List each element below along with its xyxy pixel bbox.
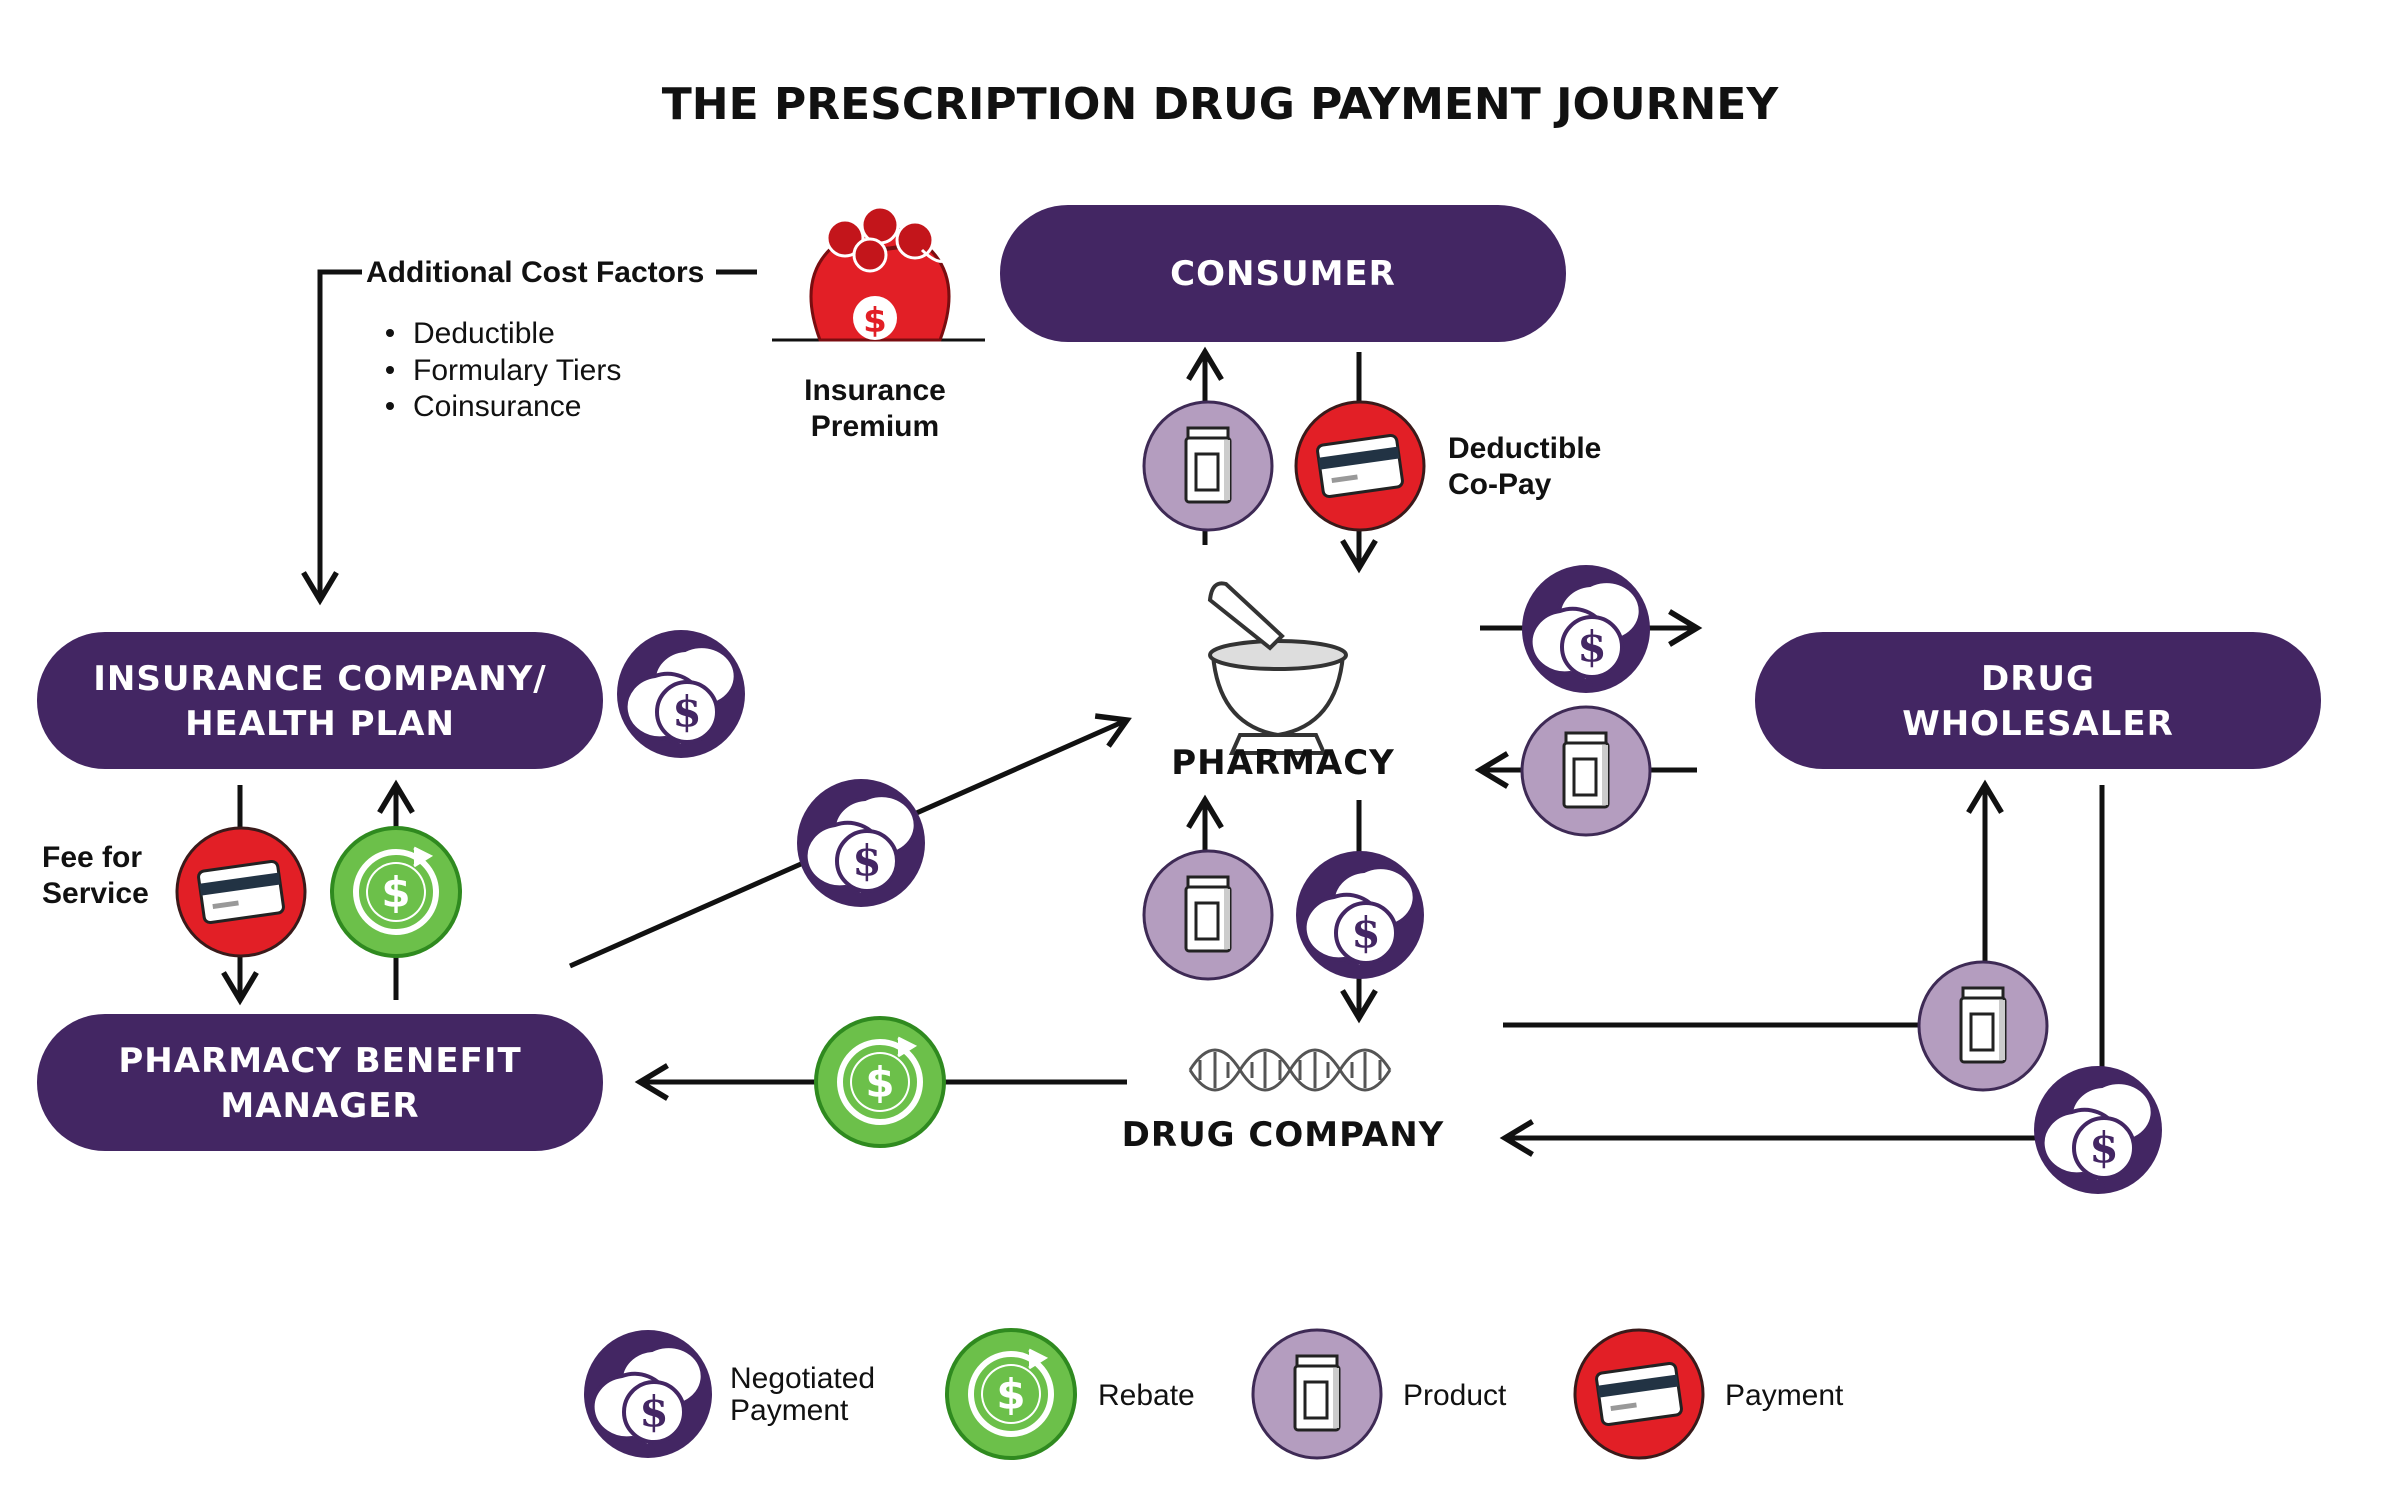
pharmacy-label: PHARMACY [1171, 743, 1395, 783]
insurance-label-line1: INSURANCE COMPANY/ [93, 659, 546, 699]
wholesaler-product-icon [1520, 705, 1652, 837]
premium-label-line2: Premium [811, 410, 939, 443]
insurance-node: INSURANCE COMPANY/ HEALTH PLAN [37, 632, 603, 769]
legend-negotiated-icon [582, 1328, 714, 1460]
drugco-product-icon [1142, 849, 1274, 981]
drugco-negotiated-icon [1294, 849, 1426, 981]
consumer-product-icon [1142, 400, 1274, 532]
fee-label-line1: Fee for [42, 841, 142, 874]
pbm-rebate-to-insurance-icon [332, 828, 460, 956]
legend-payment-icon [1573, 1328, 1705, 1460]
legend-negotiated-line1: Negotiated [730, 1362, 875, 1395]
wholesaler-negotiated-icon [1520, 563, 1652, 695]
legend-negotiated-line2: Payment [730, 1394, 849, 1427]
diagram-title: THE PRESCRIPTION DRUG PAYMENT JOURNEY [662, 79, 1780, 130]
legend-payment-label: Payment [1725, 1379, 1844, 1412]
connector-cost-factors-to-insurance [301, 269, 362, 606]
cost-factor-item: Coinsurance [413, 390, 581, 423]
dna-helix-icon [1188, 1048, 1392, 1092]
pbm-negotiated-icon [795, 777, 927, 909]
pbm-node: PHARMACY BENEFIT MANAGER [37, 1014, 603, 1151]
cost-factors-heading: Additional Cost Factors [366, 256, 704, 289]
premium-label-line1: Insurance [804, 374, 946, 407]
legend-rebate-icon [947, 1330, 1075, 1458]
drugco-wholesaler-product-icon [1917, 960, 2049, 1092]
consumer-node: CONSUMER [1000, 205, 1566, 342]
fee-label-line2: Service [42, 877, 149, 910]
insurance-label-line2: HEALTH PLAN [185, 704, 455, 744]
pbm-label-line1: PHARMACY BENEFIT [118, 1041, 521, 1081]
insurance-fee-payment-icon [175, 826, 307, 958]
legend: Negotiated Payment Rebate Product Paymen… [582, 1328, 1844, 1460]
cost-factor-item: Formulary Tiers [413, 354, 621, 387]
drugco-rebate-icon [816, 1018, 944, 1146]
wholesaler-label-line1: DRUG [1981, 659, 2095, 699]
wholesaler-label-line2: WHOLESALER [1902, 704, 2174, 744]
connector-wholesaler-to-drugco-negotiated [1499, 785, 2105, 1157]
consumer-payment-icon [1294, 400, 1426, 532]
legend-product-label: Product [1403, 1379, 1507, 1412]
copay-label-line1: Deductible [1448, 432, 1601, 465]
cost-factor-item: Deductible [413, 317, 555, 350]
insurance-negotiated-icon [615, 628, 747, 760]
legend-rebate-label: Rebate [1098, 1379, 1195, 1412]
mortar-pestle-icon [1207, 581, 1348, 755]
pbm-label-line2: MANAGER [220, 1086, 419, 1126]
legend-product-icon [1251, 1328, 1383, 1460]
wholesaler-node: DRUG WHOLESALER [1755, 632, 2321, 769]
cost-factors-list: Deductible Formulary Tiers Coinsurance [386, 317, 621, 423]
money-bag-icon: $ [772, 205, 985, 342]
drug-company-label: DRUG COMPANY [1122, 1115, 1445, 1155]
copay-label-line2: Co-Pay [1448, 468, 1552, 501]
svg-text:$: $ [863, 301, 887, 341]
consumer-label: CONSUMER [1170, 254, 1396, 294]
wholesaler-drugco-negotiated-icon [2032, 1064, 2164, 1196]
